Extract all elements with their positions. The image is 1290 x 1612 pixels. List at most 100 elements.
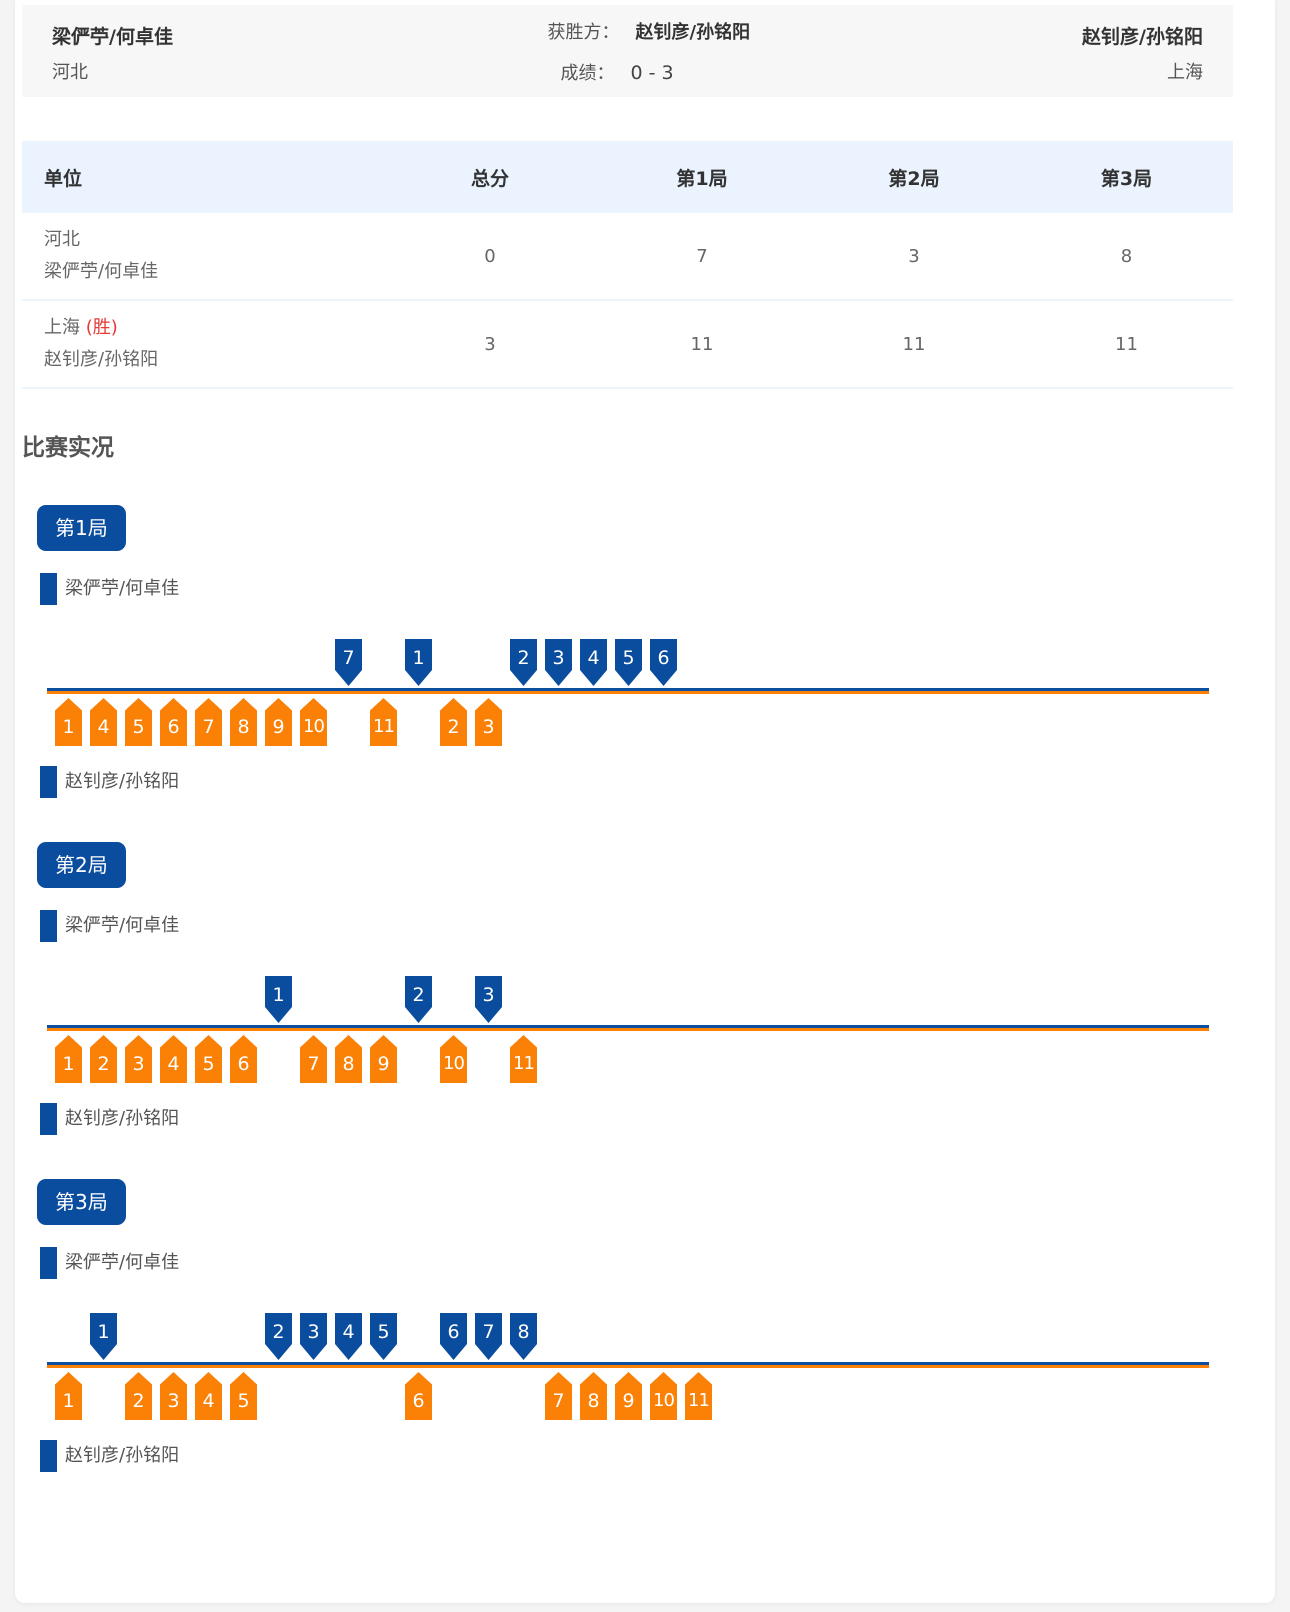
bottom-team-point-marker: 11 xyxy=(685,1372,712,1420)
legend-label: 梁俨苧/何卓佳 xyxy=(65,915,180,936)
players-name: 赵钊彦/孙铭阳 xyxy=(44,349,159,370)
top-team-point-marker: 5 xyxy=(370,1313,397,1360)
col-game1: 第1局 xyxy=(596,141,808,213)
bottom-team-point-marker: 5 xyxy=(125,698,152,746)
legend-top-team: 梁俨苧/何卓佳 xyxy=(40,1247,179,1279)
bottom-team-point-marker: 4 xyxy=(160,1035,187,1083)
home-team: 梁俨苧/何卓佳 河北 xyxy=(52,25,173,85)
winner-row: 获胜方： 赵钊彦/孙铭阳 xyxy=(22,21,1233,45)
col-game3: 第3局 xyxy=(1020,141,1233,213)
section-title: 比赛实况 xyxy=(22,435,114,461)
legend-bottom-team: 赵钊彦/孙铭阳 xyxy=(40,1103,179,1135)
top-team-point-marker: 1 xyxy=(405,639,432,686)
bottom-team-point-marker: 2 xyxy=(90,1035,117,1083)
bottom-team-point-marker: 6 xyxy=(405,1372,432,1420)
away-team-unit: 上海 xyxy=(1167,62,1203,83)
legend-bottom-team: 赵钊彦/孙铭阳 xyxy=(40,1440,179,1472)
bottom-team-point-marker: 4 xyxy=(90,698,117,746)
winner-label: 获胜方： xyxy=(547,22,620,43)
top-team-point-marker: 7 xyxy=(335,639,362,686)
bottom-team-point-marker: 7 xyxy=(195,698,222,746)
away-team: 赵钊彦/孙铭阳 上海 xyxy=(1082,25,1203,85)
col-game2: 第2局 xyxy=(808,141,1020,213)
bottom-team-point-marker: 10 xyxy=(440,1035,467,1083)
game1-cell: 11 xyxy=(596,300,808,389)
bottom-team-point-marker: 5 xyxy=(230,1372,257,1420)
total-cell: 3 xyxy=(384,300,596,389)
legend-top-team: 梁俨苧/何卓佳 xyxy=(40,573,179,605)
bottom-team-point-marker: 3 xyxy=(160,1372,187,1420)
top-team-point-marker: 3 xyxy=(545,639,572,686)
top-team-point-marker: 3 xyxy=(475,976,502,1023)
top-team-point-marker: 4 xyxy=(335,1313,362,1360)
win-tag: (胜) xyxy=(85,317,118,338)
home-team-unit: 河北 xyxy=(52,62,88,83)
table-header-row: 单位 总分 第1局 第2局 第3局 xyxy=(22,141,1233,213)
legend-label: 梁俨苧/何卓佳 xyxy=(65,578,180,599)
home-team-name: 梁俨苧/何卓佳 xyxy=(52,26,173,48)
legend-swatch xyxy=(40,766,57,798)
top-team-point-marker: 8 xyxy=(510,1313,537,1360)
bottom-team-point-marker: 8 xyxy=(230,698,257,746)
unit-name: 上海 xyxy=(44,317,80,338)
bottom-team-point-marker: 1 xyxy=(55,1035,82,1083)
game1-cell: 7 xyxy=(596,213,808,301)
bottom-team-point-marker: 11 xyxy=(510,1035,537,1083)
legend-swatch xyxy=(40,910,57,942)
game-badge: 第1局 xyxy=(37,505,126,551)
top-team-point-marker: 2 xyxy=(265,1313,292,1360)
timeline-track xyxy=(47,1025,1209,1031)
players-name: 梁俨苧/何卓佳 xyxy=(44,261,159,282)
timeline-track xyxy=(47,1362,1209,1368)
score-table: 单位 总分 第1局 第2局 第3局 河北 梁俨苧/何卓佳 0 7 3 8 上海 … xyxy=(22,141,1233,389)
score-label: 成绩： xyxy=(560,63,615,84)
top-team-point-marker: 7 xyxy=(475,1313,502,1360)
top-team-point-marker: 3 xyxy=(300,1313,327,1360)
bottom-team-point-marker: 3 xyxy=(125,1035,152,1083)
bottom-team-point-marker: 3 xyxy=(475,698,502,746)
away-team-name: 赵钊彦/孙铭阳 xyxy=(1082,26,1203,48)
legend-label: 赵钊彦/孙铭阳 xyxy=(65,1445,180,1466)
legend-label: 赵钊彦/孙铭阳 xyxy=(65,771,180,792)
game2-cell: 3 xyxy=(808,213,1020,301)
bottom-team-point-marker: 4 xyxy=(195,1372,222,1420)
unit-cell: 上海 (胜) 赵钊彦/孙铭阳 xyxy=(22,300,384,389)
game-badge: 第3局 xyxy=(37,1179,126,1225)
bottom-team-point-marker: 1 xyxy=(55,698,82,746)
top-team-point-marker: 6 xyxy=(650,639,677,686)
legend-swatch xyxy=(40,1247,57,1279)
bottom-team-point-marker: 7 xyxy=(300,1035,327,1083)
bottom-team-point-marker: 2 xyxy=(440,698,467,746)
legend-swatch xyxy=(40,1440,57,1472)
bottom-team-point-marker: 9 xyxy=(370,1035,397,1083)
table-row: 上海 (胜) 赵钊彦/孙铭阳 3 11 11 11 xyxy=(22,300,1233,389)
top-team-point-marker: 1 xyxy=(90,1313,117,1360)
legend-swatch xyxy=(40,1103,57,1135)
score-value: 0 - 3 xyxy=(630,62,674,84)
legend-top-team: 梁俨苧/何卓佳 xyxy=(40,910,179,942)
score-row: 成绩： 0 - 3 xyxy=(22,61,1233,86)
match-summary: 梁俨苧/何卓佳 河北 获胜方： 赵钊彦/孙铭阳 成绩： 0 - 3 赵钊彦/孙铭阳 … xyxy=(22,5,1233,97)
top-team-point-marker: 5 xyxy=(615,639,642,686)
game3-cell: 8 xyxy=(1020,213,1233,301)
legend-bottom-team: 赵钊彦/孙铭阳 xyxy=(40,766,179,798)
legend-label: 赵钊彦/孙铭阳 xyxy=(65,1108,180,1129)
timeline-track xyxy=(47,688,1209,694)
bottom-team-point-marker: 2 xyxy=(125,1372,152,1420)
bottom-team-point-marker: 8 xyxy=(335,1035,362,1083)
bottom-team-point-marker: 9 xyxy=(615,1372,642,1420)
table-row: 河北 梁俨苧/何卓佳 0 7 3 8 xyxy=(22,213,1233,301)
bottom-team-point-marker: 6 xyxy=(160,698,187,746)
total-cell: 0 xyxy=(384,213,596,301)
bottom-team-point-marker: 1 xyxy=(55,1372,82,1420)
col-total: 总分 xyxy=(384,141,596,213)
legend-label: 梁俨苧/何卓佳 xyxy=(65,1252,180,1273)
legend-swatch xyxy=(40,573,57,605)
bottom-team-point-marker: 10 xyxy=(650,1372,677,1420)
top-team-point-marker: 4 xyxy=(580,639,607,686)
bottom-team-point-marker: 7 xyxy=(545,1372,572,1420)
unit-name: 河北 xyxy=(44,229,80,250)
